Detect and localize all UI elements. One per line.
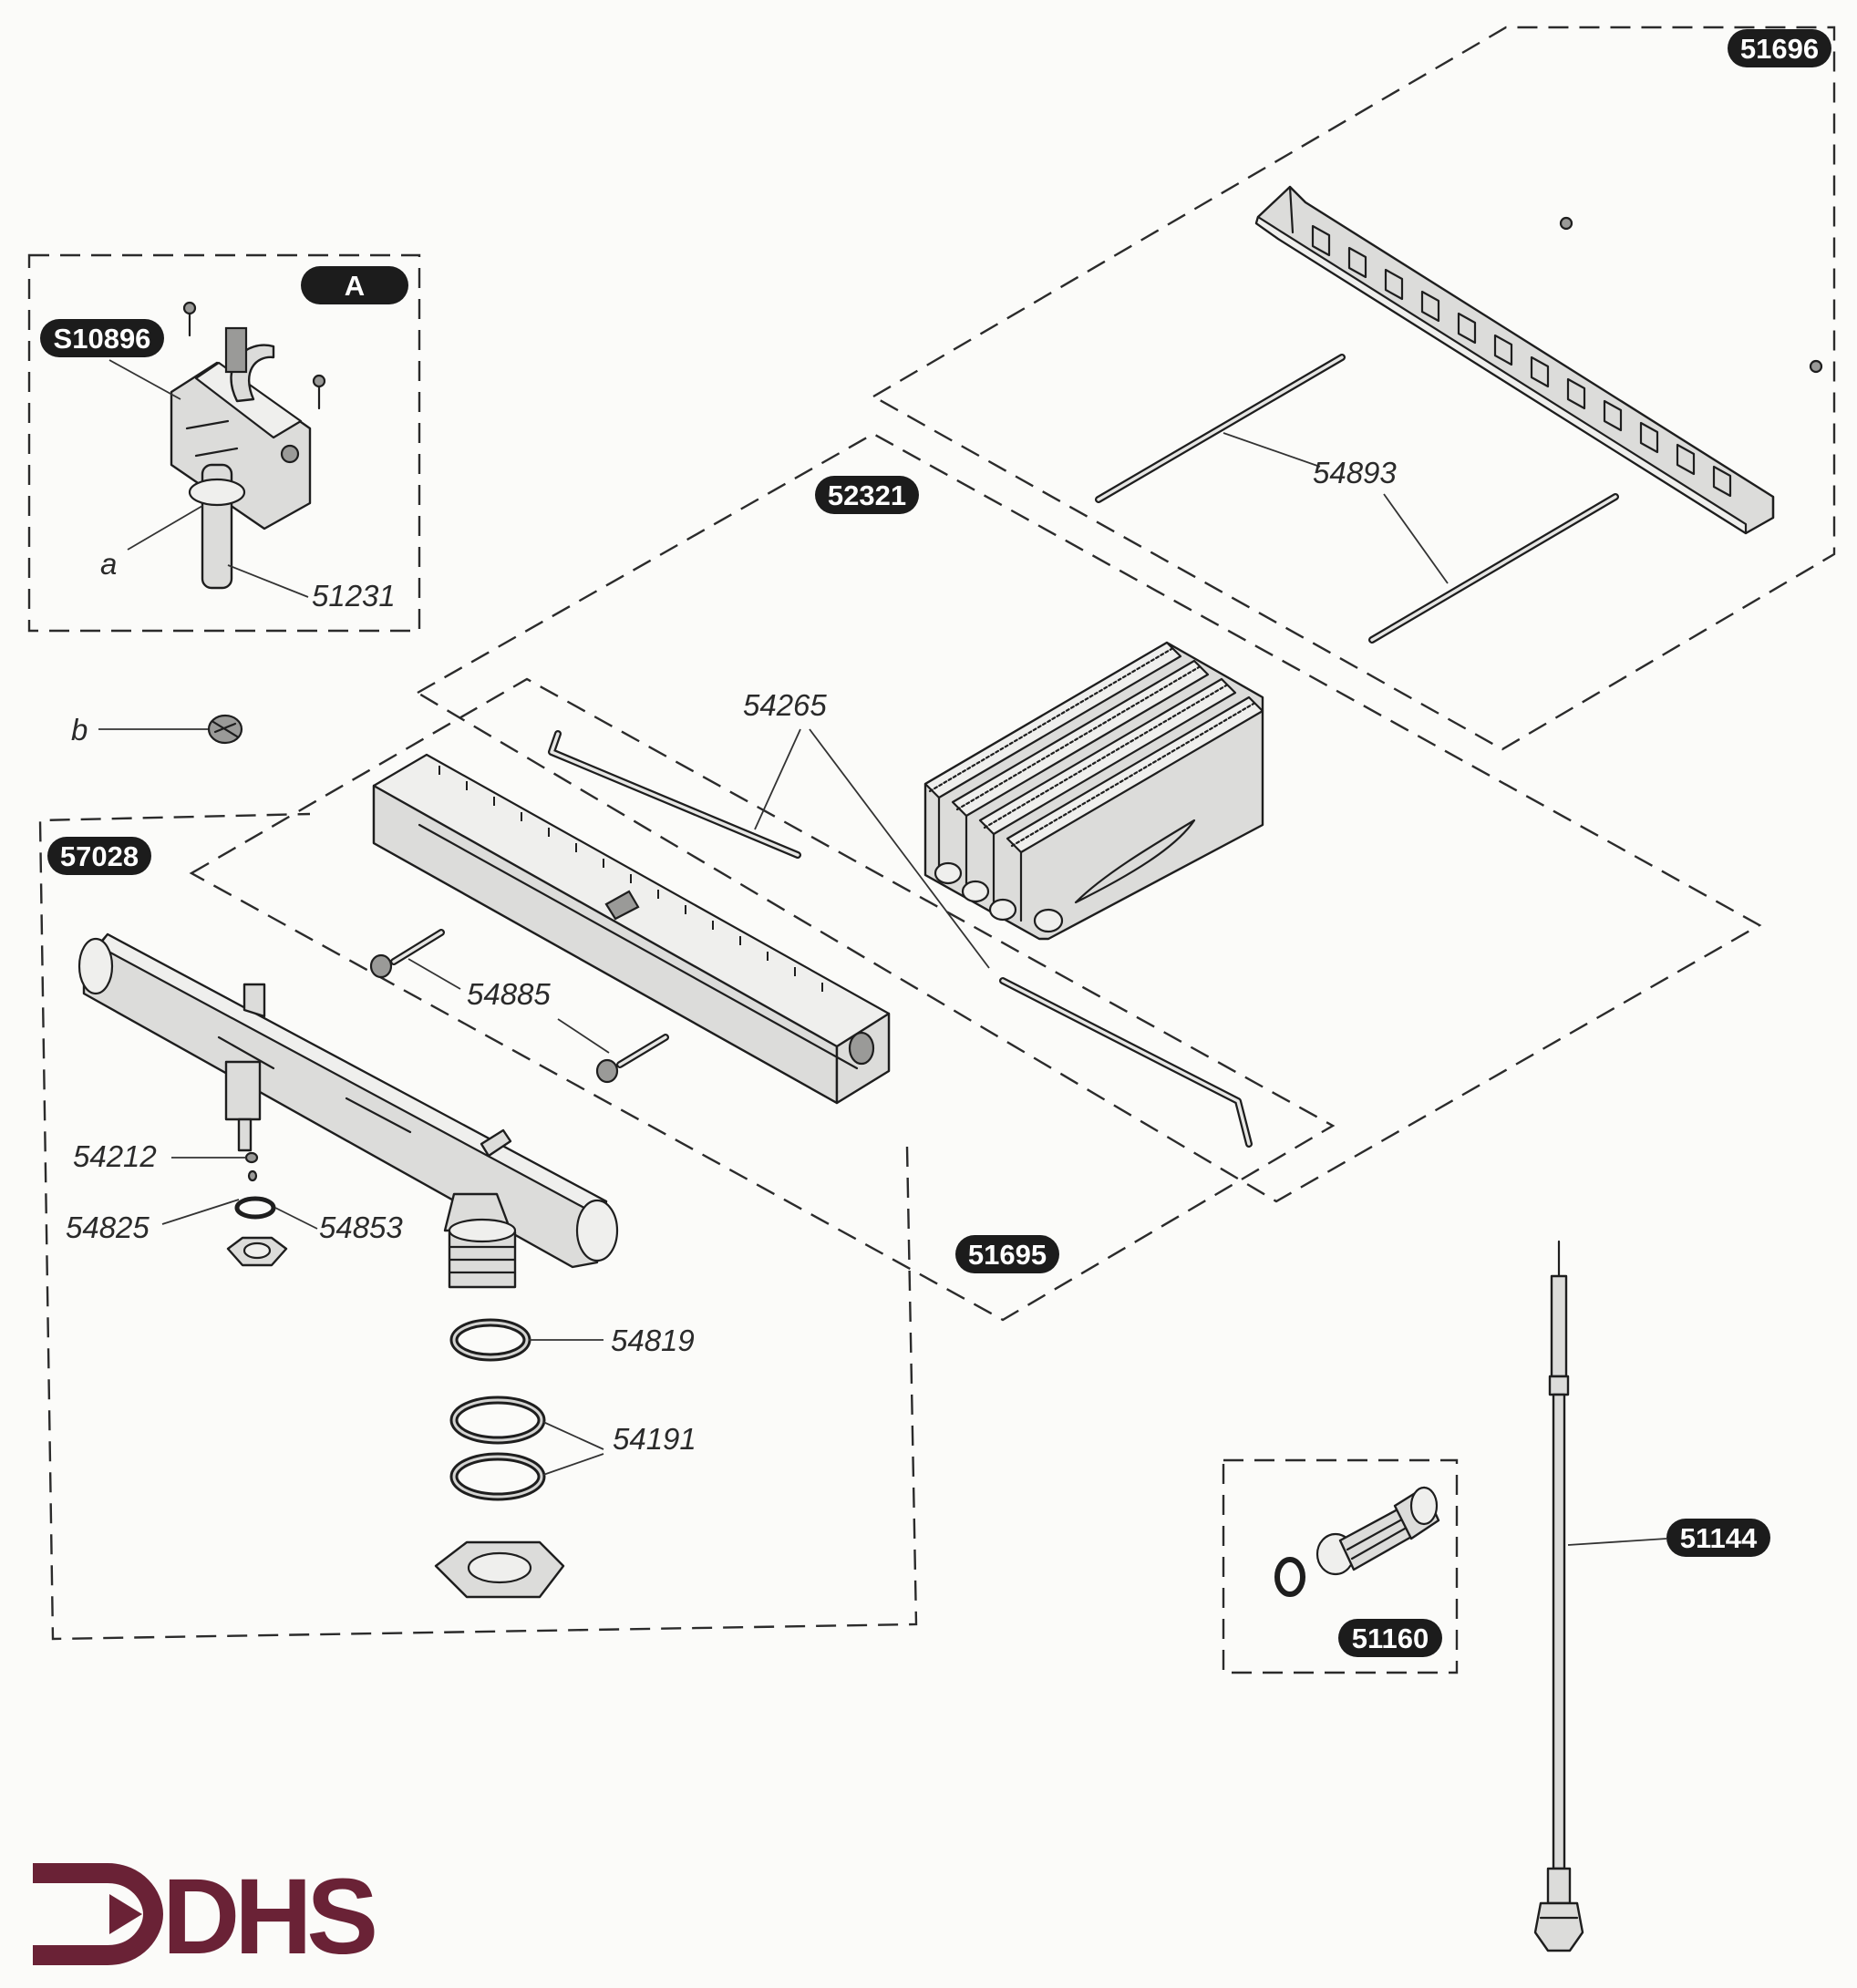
- screws-54885-drawing: [369, 929, 669, 1084]
- label-51231: 51231: [312, 579, 396, 613]
- dhs-logo-arrow: [109, 1894, 142, 1934]
- dhs-logo-mark: [33, 1863, 164, 1965]
- leaders-large-rings: [529, 1339, 604, 1476]
- badge-detail-a: A: [301, 266, 408, 304]
- leaders-small-washers: [161, 1157, 318, 1230]
- burner-plate-drawing: [372, 753, 891, 1105]
- rail-51696-drawing: [1254, 185, 1823, 535]
- leader-51144: [1567, 1538, 1667, 1546]
- badge-52321: 52321: [815, 476, 919, 514]
- label-54191: 54191: [613, 1422, 696, 1456]
- heat-exchanger-drawing: [923, 641, 1264, 941]
- badge-51160: 51160: [1338, 1619, 1442, 1657]
- label-54885: 54885: [467, 977, 551, 1011]
- rods-54265-drawing: [548, 730, 1253, 1148]
- label-54819: 54819: [611, 1324, 695, 1357]
- badge-51696-text: 51696: [1740, 33, 1819, 65]
- leaders-54885: [408, 958, 610, 1054]
- badge-51144-text: 51144: [1680, 1522, 1758, 1554]
- badge-51695: 51695: [955, 1235, 1059, 1273]
- outline-51695: [189, 677, 1336, 1322]
- leaders-54265: [754, 728, 990, 969]
- badge-57028-text: 57028: [60, 840, 139, 872]
- label-a: a: [100, 547, 117, 581]
- badge-51144: 51144: [1666, 1519, 1770, 1557]
- leaders-54893: [1223, 432, 1449, 584]
- rods-54893-drawing: [1095, 354, 1619, 644]
- outline-detail-a: [27, 253, 421, 633]
- dhs-logo: DHS: [33, 1857, 380, 1977]
- label-b: b: [71, 713, 88, 747]
- badge-s10896-text: S10896: [54, 323, 151, 355]
- label-54893: 54893: [1313, 456, 1397, 489]
- dhs-logo-text: DHS: [162, 1857, 375, 1977]
- label-54265: 54265: [743, 688, 827, 722]
- plug-b-drawing: [207, 714, 243, 745]
- manifold-57028-drawing: [77, 932, 619, 1289]
- valve-51160-drawing: [1274, 1486, 1440, 1597]
- badge-52321-text: 52321: [828, 479, 906, 511]
- label-54853: 54853: [319, 1210, 403, 1244]
- probe-51144-drawing: [1533, 1240, 1584, 1952]
- badge-51160-text: 51160: [1352, 1622, 1429, 1654]
- electrode-assembly-drawing: [170, 301, 326, 590]
- label-54212: 54212: [73, 1139, 157, 1173]
- label-54825: 54825: [66, 1210, 150, 1244]
- outline-57028: [38, 812, 918, 1641]
- group-outlines: [27, 26, 1836, 1674]
- part-number-texts: a 51231 b 54893 54265 54885 54212 54825 …: [66, 456, 1397, 1456]
- badge-57028: 57028: [47, 837, 151, 875]
- outline-51696: [871, 26, 1836, 751]
- detail-a-leaders: [108, 359, 309, 598]
- outline-52321: [415, 432, 1762, 1203]
- large-rings-drawing: [434, 1318, 565, 1599]
- badge-51695-text: 51695: [968, 1239, 1047, 1271]
- outline-51160: [1222, 1458, 1459, 1674]
- badge-detail-a-text: A: [345, 270, 365, 302]
- badge-s10896: S10896: [40, 319, 164, 357]
- badge-51696: 51696: [1728, 29, 1831, 67]
- small-washers-drawing: [226, 1151, 288, 1267]
